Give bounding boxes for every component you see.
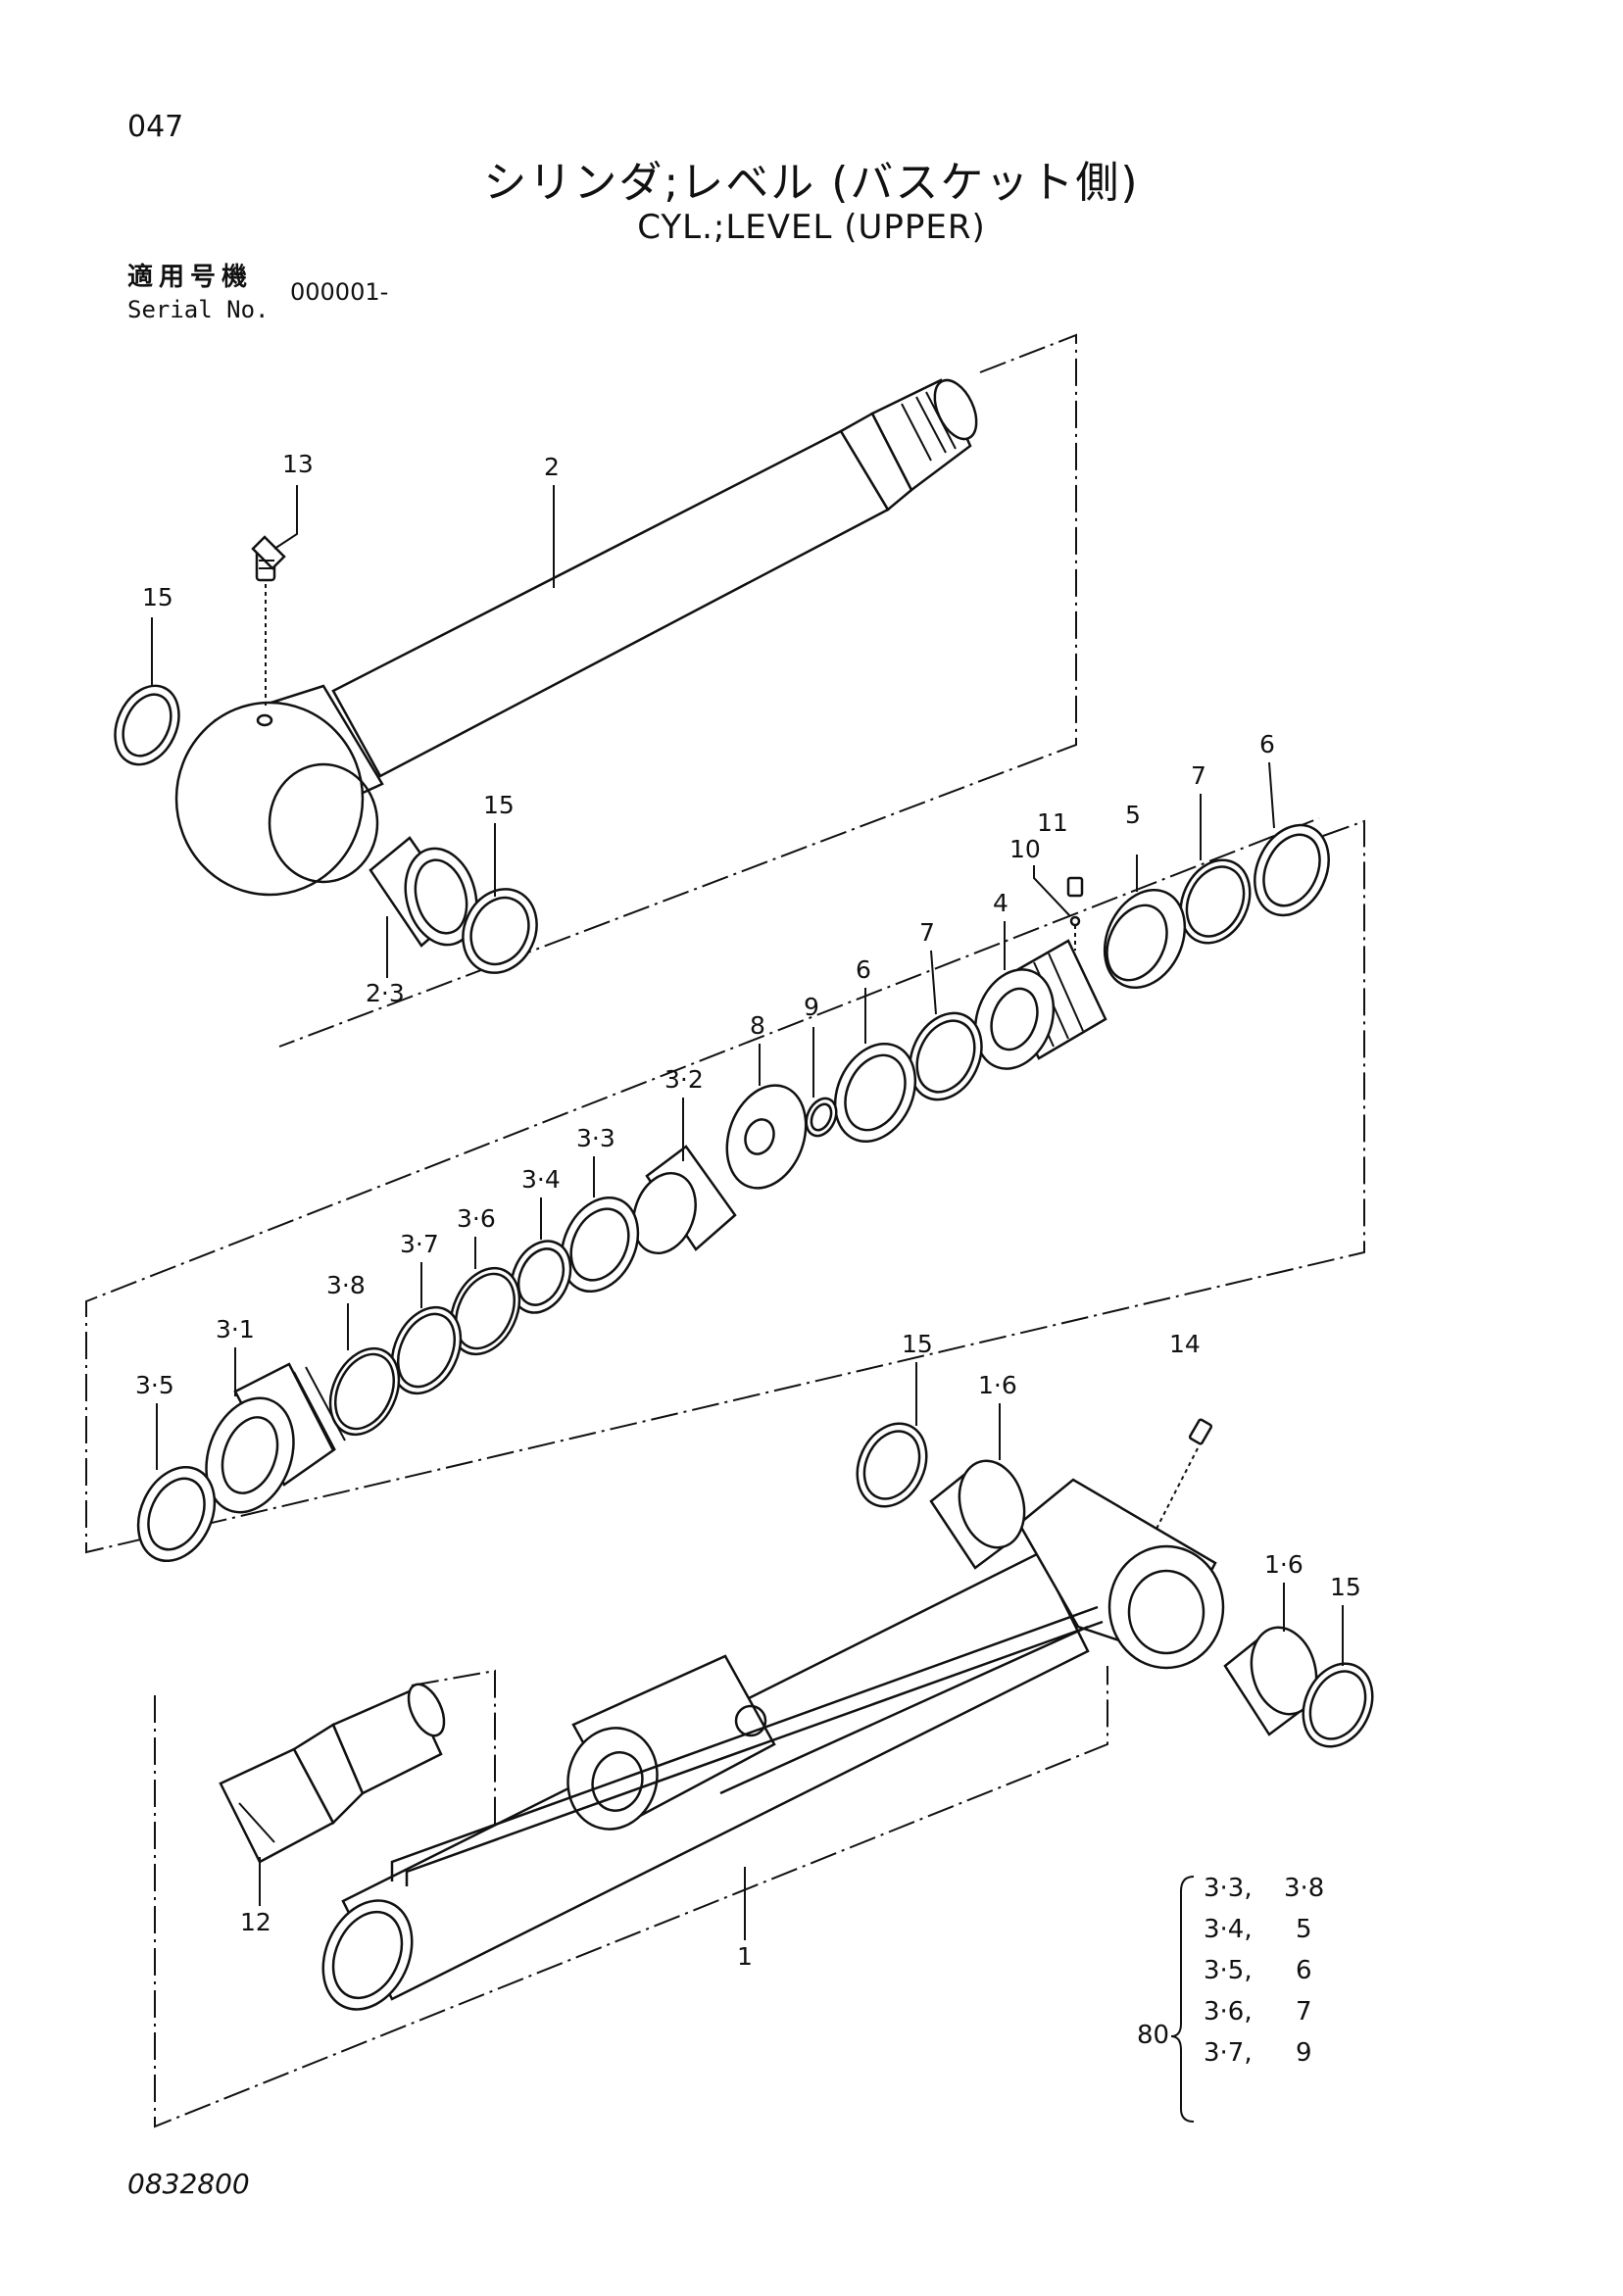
bushing <box>369 836 478 948</box>
callout-15: 15 <box>483 791 515 819</box>
serial-number-value: 000001- <box>290 278 389 306</box>
callout-3-7: 3·7 <box>400 1230 439 1258</box>
callout-15: 15 <box>142 583 173 611</box>
seal <box>1254 823 1330 917</box>
kit-row-1-a: 3·3, <box>1204 1874 1253 1903</box>
screw <box>1156 1418 1213 1530</box>
seal <box>833 1042 917 1144</box>
backup-ring <box>390 1305 463 1395</box>
callout-4: 4 <box>993 889 1008 917</box>
set-screw <box>1066 876 1084 951</box>
callout-14: 14 <box>1169 1330 1201 1358</box>
kit-row-3-a: 3·5, <box>1204 1956 1253 1985</box>
kit-row-1-b: 3·8 <box>1284 1874 1324 1903</box>
frame-plug-group <box>411 1669 496 1850</box>
leader-lines <box>151 485 1344 1940</box>
callout-1-6: 1·6 <box>1264 1550 1303 1579</box>
bushing <box>632 1145 737 1255</box>
seal-ring <box>462 888 538 974</box>
callout-3-8: 3·8 <box>326 1271 366 1299</box>
seal-ring <box>114 684 180 766</box>
kit-row-3-b: 6 <box>1296 1956 1312 1985</box>
callout-11: 11 <box>1037 808 1068 837</box>
callout-5: 5 <box>1125 801 1141 829</box>
callout-2: 2 <box>544 453 560 481</box>
ring <box>1179 858 1252 945</box>
rod-eye <box>174 684 384 897</box>
o-ring <box>328 1346 401 1437</box>
callout-6: 6 <box>1259 730 1275 758</box>
title-japanese: シリンダ;レベル (バスケット側) <box>483 158 1140 208</box>
rod-seal <box>560 1196 640 1294</box>
kit-number: 80 <box>1137 2021 1169 2050</box>
bushing <box>929 1459 1026 1570</box>
callout-3-2: 3·2 <box>664 1065 704 1094</box>
callout-3-5: 3·5 <box>135 1371 174 1399</box>
callout-2-3: 2·3 <box>366 979 405 1007</box>
kit-row-4-a: 3·6, <box>1204 1997 1253 2027</box>
callout-7: 7 <box>1191 761 1206 790</box>
serial-label-japanese: 適用号機 <box>127 263 254 292</box>
ring <box>449 1266 521 1356</box>
check-valve <box>219 1683 446 1864</box>
kit-brace <box>1170 1876 1195 2123</box>
callout-6: 6 <box>856 955 871 984</box>
cylinder-tube <box>321 1478 1225 2011</box>
callout-10: 10 <box>1009 835 1041 863</box>
grease-fitting <box>251 535 286 706</box>
callout-13: 13 <box>282 450 314 478</box>
callout-3-3: 3·3 <box>576 1124 615 1152</box>
callout-7: 7 <box>919 918 935 947</box>
seal-ring <box>856 1422 928 1508</box>
kit-row-2-b: 5 <box>1296 1915 1312 1944</box>
backup-ring <box>510 1240 572 1314</box>
kit-row-2-a: 3·4, <box>1204 1915 1253 1944</box>
ring <box>909 1011 983 1101</box>
callout-15: 15 <box>1330 1573 1361 1601</box>
piston-rod <box>331 378 978 778</box>
serial-label-english: Serial No. <box>127 296 270 323</box>
callout-8: 8 <box>750 1011 765 1040</box>
callout-9: 9 <box>804 993 819 1021</box>
rod-cover <box>205 1362 346 1514</box>
frame-rod-group <box>278 333 1077 1048</box>
callout-3-4: 3·4 <box>521 1165 561 1194</box>
page-number: 047 <box>127 110 184 144</box>
drawing-code: 0832800 <box>127 2168 250 2200</box>
piston <box>973 939 1107 1070</box>
kit-row-5-b: 9 <box>1296 2038 1312 2068</box>
callouts: 13 2 15 15 2·3 6 7 11 10 5 4 7 6 9 8 3·2… <box>135 450 1361 1971</box>
callout-1-6: 1·6 <box>978 1371 1017 1399</box>
cushion-ring <box>725 1084 808 1190</box>
seal-kit-table: 80 3·3, 3·8 3·4, 5 3·5, 6 3·6, 7 3·7, 9 <box>1137 1874 1324 2123</box>
kit-row-5-a: 3·7, <box>1204 2038 1253 2068</box>
callout-3-1: 3·1 <box>216 1315 255 1343</box>
callout-12: 12 <box>240 1908 271 1936</box>
wear-ring <box>1103 888 1187 990</box>
seal-ring <box>1302 1662 1374 1748</box>
title-english: CYL.;LEVEL (UPPER) <box>637 208 986 247</box>
callout-1: 1 <box>737 1942 753 1971</box>
kit-row-4-b: 7 <box>1296 1997 1312 2027</box>
frame-tube-group <box>154 1666 1108 2128</box>
dust-wiper <box>136 1465 217 1563</box>
callout-3-6: 3·6 <box>457 1204 496 1233</box>
callout-15: 15 <box>902 1330 933 1358</box>
frame-piston-group <box>85 817 1365 1554</box>
o-ring <box>805 1097 838 1138</box>
